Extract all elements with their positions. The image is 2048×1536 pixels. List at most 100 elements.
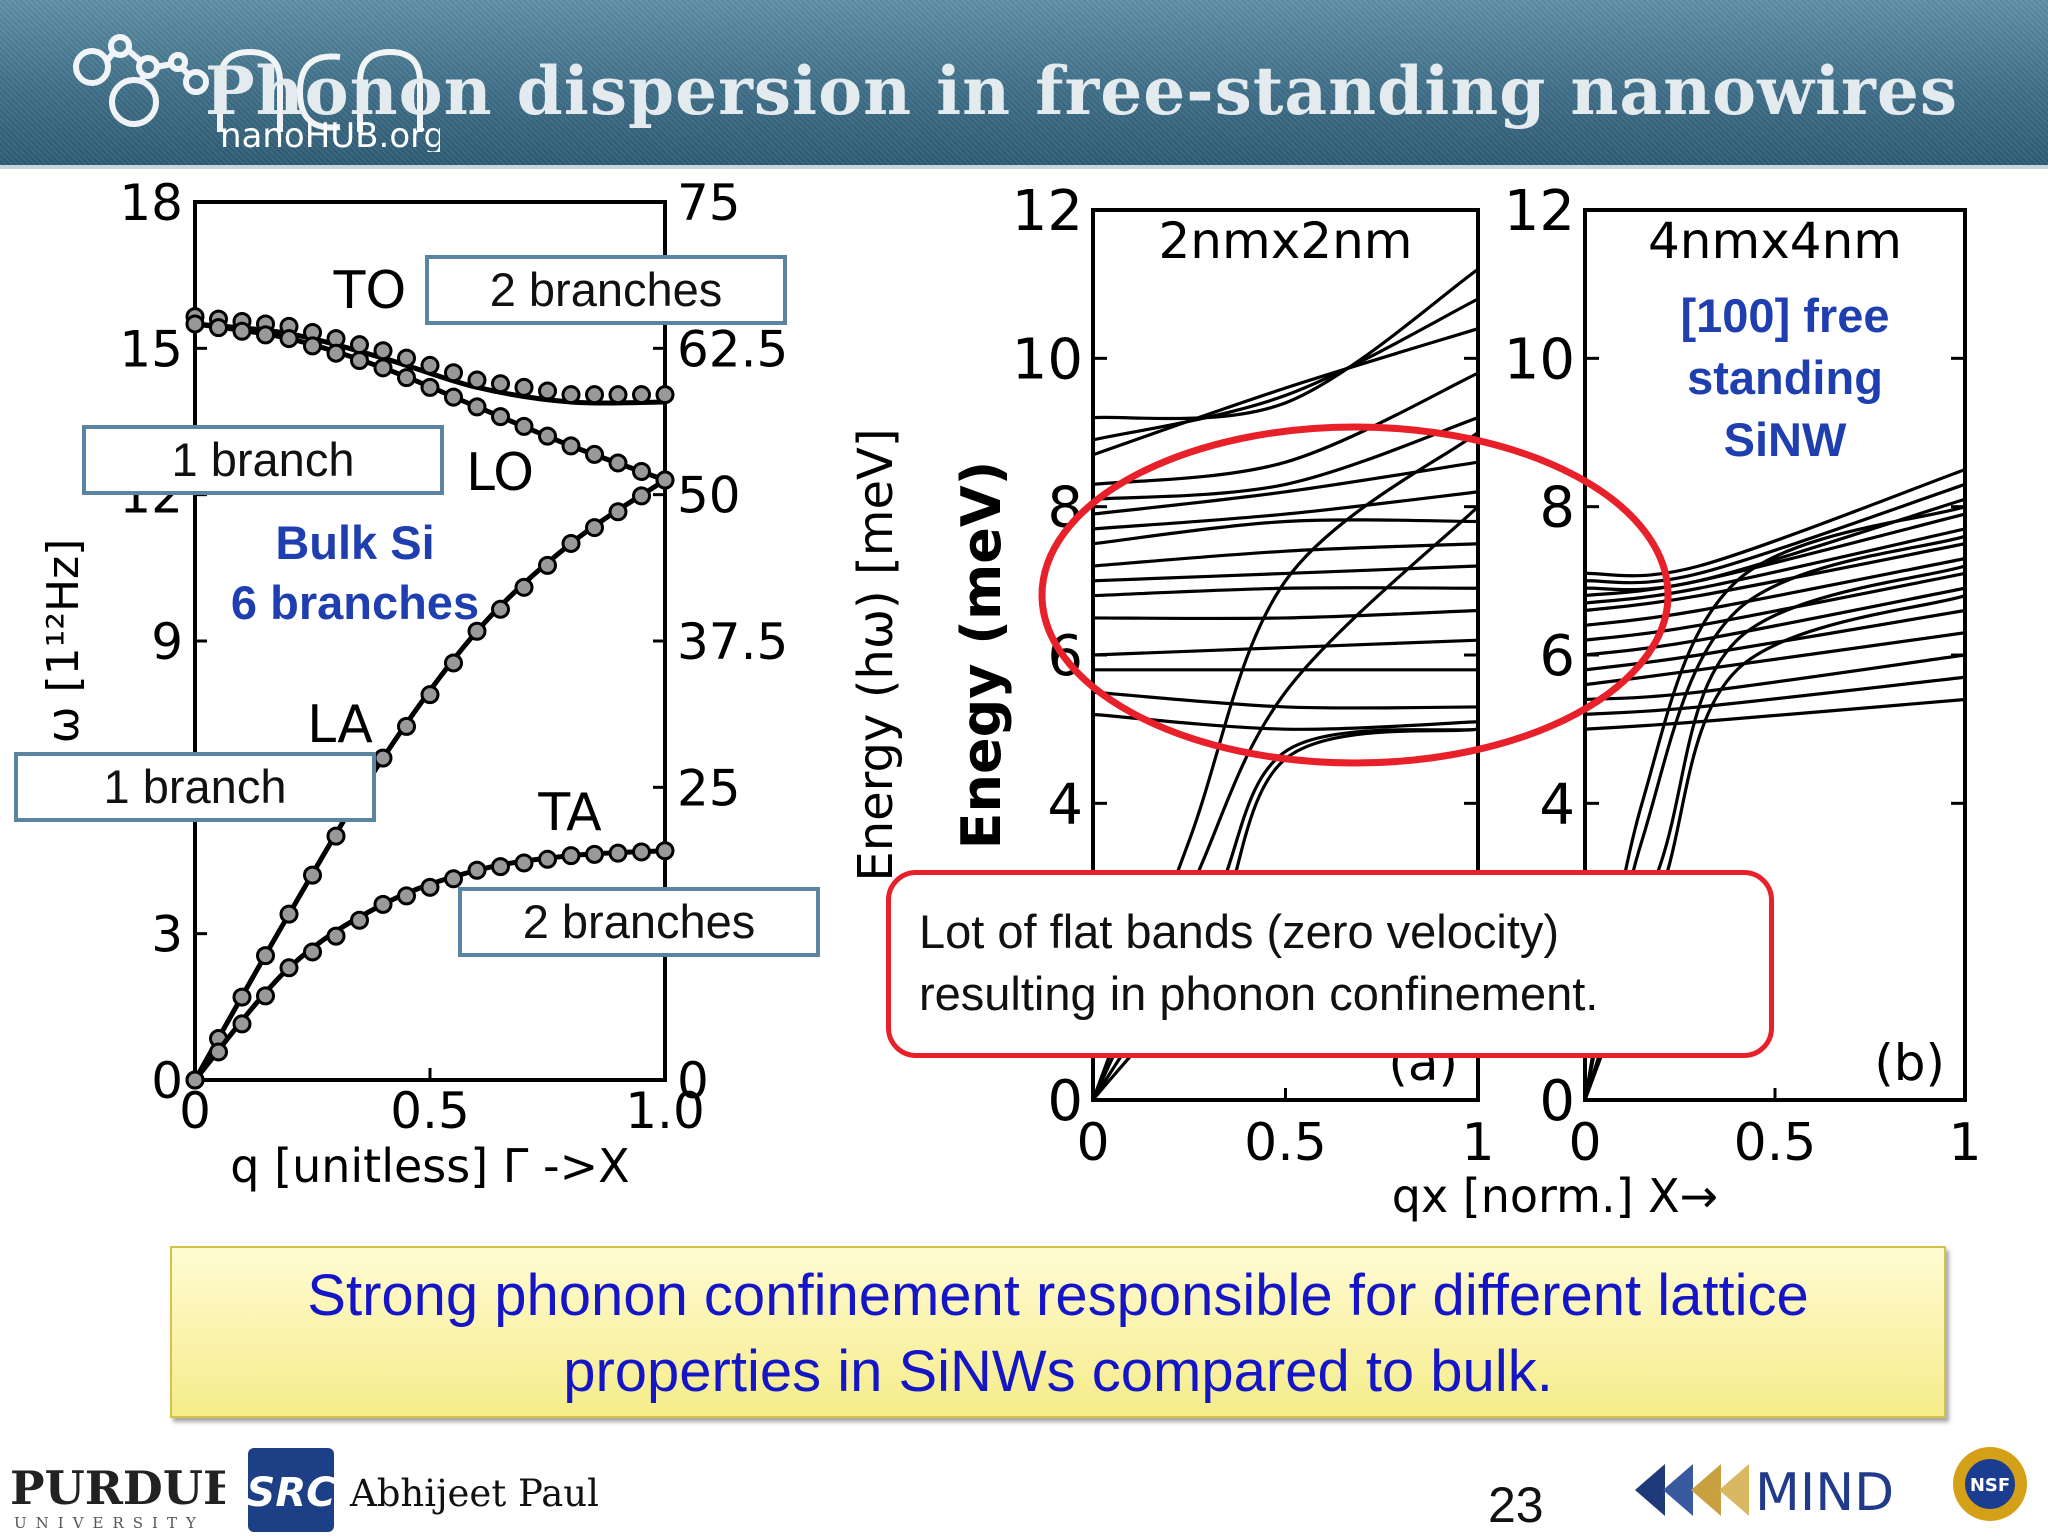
panel-a-y-axis-label: Enegy (meV) [950, 461, 1013, 850]
bulk-data-point-la [538, 555, 557, 575]
bulk-data-point-lo [397, 368, 416, 388]
panel-b-x-tick-label: 0 [1568, 1113, 1601, 1173]
bulk-data-point-ta [279, 958, 299, 978]
bulk-data-point-lo [538, 426, 557, 446]
lo-branch-callout: 1 branch [82, 425, 444, 495]
panel-a-band-line [1093, 490, 1478, 531]
bulk-data-point-lo [444, 387, 463, 407]
bulk-data-point-to [608, 385, 628, 405]
bulk-data-point-la [256, 946, 275, 966]
bulk-data-point-lo [373, 358, 393, 378]
bulk-data-point-to [350, 335, 369, 355]
panel-b-band-line [1585, 586, 1965, 657]
bulk-data-point-lo [561, 436, 581, 456]
panel-b-y-tick-label: 10 [1504, 327, 1575, 392]
bulk-data-point-la [491, 599, 510, 619]
panel-a-y-tick-label: 10 [1012, 327, 1083, 392]
bulk-data-point-to [444, 363, 463, 383]
bulk-data-point-la [303, 865, 322, 885]
panel-a-x-tick-label: 0.5 [1244, 1113, 1327, 1173]
sinw-line3: SiNW [1723, 413, 1847, 466]
bulk-data-point-ta [420, 877, 440, 897]
bulk-data-point-lo [467, 397, 487, 417]
bulk-data-point-lo [326, 343, 346, 363]
panel-b-x-tick-label: 0.5 [1734, 1113, 1817, 1173]
bulk-data-point-ta [538, 849, 557, 869]
bulk-data-point-ta [185, 1070, 205, 1090]
sinw-line1: [100] free [1680, 289, 1890, 342]
bulk-data-point-ta [467, 860, 487, 880]
bulk-data-point-lo [420, 377, 440, 397]
bulk-data-point-ta [585, 844, 604, 864]
panel-b-band-line [1585, 675, 1965, 716]
bulk-data-point-lo [491, 407, 510, 427]
bulk-branch-label-to: TO [333, 261, 407, 321]
bulk-data-point-la [514, 577, 534, 597]
nsf-wordmark: NSF [1970, 1475, 2010, 1496]
bulk-data-point-lo [585, 444, 604, 464]
panel-a-band-line [1093, 268, 1478, 421]
ta-branches-callout: 2 branches [458, 887, 820, 957]
bulk-data-point-to [561, 385, 581, 405]
bulk-data-point-ta [232, 1014, 252, 1034]
title-bar [0, 0, 2048, 169]
sinw-label: [100] free standing SiNW [1630, 285, 1940, 471]
panel-a-band-line [1093, 371, 1478, 487]
bulk-data-point-to [467, 370, 487, 390]
bulk-data-point-to [632, 385, 651, 405]
panel-a-band-line [1093, 608, 1478, 621]
la-branch-callout: 1 branch [14, 752, 376, 822]
bulk-data-point-to [514, 377, 534, 397]
bulk-data-point-lo [232, 321, 252, 341]
bulk-y-tick-label: 18 [119, 174, 183, 232]
bulk-data-point-ta [514, 853, 534, 873]
panel-a-band-line [1093, 564, 1478, 583]
bulk-data-point-ta [444, 869, 463, 889]
bulk-si-line2: 6 branches [230, 576, 480, 630]
mind-logo: MIND [1635, 1463, 1894, 1523]
sinw-line2: standing [1687, 351, 1883, 404]
bulk-data-point-to [585, 385, 604, 405]
bulk-y2-tick-label: 25 [677, 759, 741, 817]
panel-a-band-line [1093, 460, 1478, 516]
bulk-data-point-la [608, 502, 628, 522]
panel-b-band-line [1585, 571, 1965, 642]
panel-a-x-tick-label: 0 [1076, 1113, 1109, 1173]
bulk-data-point-ta [303, 942, 322, 962]
nanohub-logo: nanoHUB.org [73, 34, 440, 152]
bulk-data-point-la [467, 621, 487, 641]
to-branches-callout: 2 branches [425, 255, 787, 325]
bulk-y-tick-label: 3 [151, 906, 183, 964]
panel-b-band-line [1585, 482, 1965, 585]
bulk-x-tick-label: 0 [179, 1082, 211, 1140]
bulk-data-point-la [373, 748, 393, 768]
bulk-data-point-la [279, 904, 299, 924]
bulk-data-point-lo [279, 329, 299, 349]
bulk-si-label: Bulk Si 6 branches [200, 513, 510, 633]
panel-b-y-tick-label: 0 [1539, 1069, 1575, 1134]
panel-b-band-line [1585, 512, 1965, 598]
summary-box: Strong phonon confinement responsible fo… [170, 1246, 1946, 1418]
bulk-y-tick-label: 9 [151, 613, 183, 671]
bulk-data-point-la [632, 486, 651, 506]
logo-text: nanoHUB.org [220, 116, 440, 152]
panel-a-band-line [1093, 518, 1478, 546]
bulk-data-point-lo [256, 325, 275, 345]
bulk-data-point-to [373, 341, 393, 361]
panel-a-band-line [1093, 638, 1478, 657]
bulk-y2-tick-label: 0 [677, 1052, 709, 1110]
panel-b-panel-label: (b) [1874, 1034, 1945, 1092]
purdue-logo: PURDUE UNIVERSITY [10, 1462, 225, 1532]
purdue-wordmark: PURDUE [10, 1462, 225, 1515]
bulk-y2-tick-label: 75 [677, 174, 741, 232]
panel-b-band-line [1585, 608, 1965, 672]
panel-b-band-line [1585, 631, 1965, 687]
panel-a-band-line [1093, 690, 1478, 710]
bulk-y2-tick-label: 50 [677, 467, 741, 525]
author-name: Abhijeet Paul [350, 1472, 599, 1515]
panel-a-band-line [1093, 542, 1478, 568]
panel-b-panel-title: 4nmx4nm [1648, 212, 1902, 270]
bulk-data-point-lo [209, 318, 228, 338]
panel-a-band-line [1093, 297, 1478, 442]
panel-b-band-line [1585, 468, 1965, 578]
